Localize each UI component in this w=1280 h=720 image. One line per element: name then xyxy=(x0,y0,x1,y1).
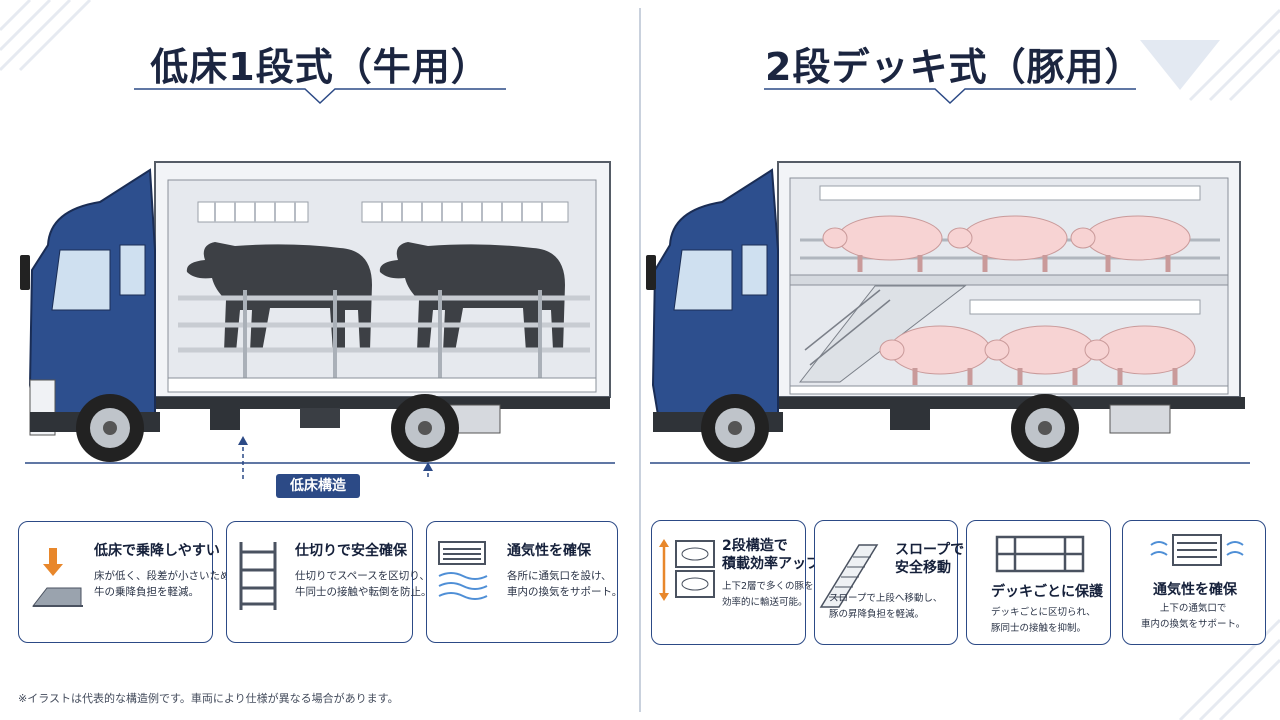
ventilation-icon xyxy=(438,541,488,600)
card-title: 低床で乗降しやすい xyxy=(94,543,220,559)
feature-card-deck-protection: デッキごとに保護 デッキごとに区切られ、 豚同士の接触を抑制。 xyxy=(966,520,1111,645)
card-desc: 上下2層で多くの豚を 効率的に輸送可能。 xyxy=(722,581,814,608)
right-title-underline xyxy=(764,88,1136,105)
card-title: 通気性を確保 xyxy=(507,543,591,559)
feature-card-low-floor: 低床で乗降しやすい 床が低く、段差が小さいため 牛の乗降負担を軽減。 xyxy=(18,521,231,643)
feature-card-partition: 仕切りで安全確保 仕切りでスペースを区切り、 牛同士の接触や転倒を防止。 xyxy=(226,521,432,643)
card-title: 仕切りで安全確保 xyxy=(295,543,407,559)
pig-truck-illustration xyxy=(646,161,1250,464)
feature-card-ramp: スロープで 安全移動 スロープで上段へ移動し、 豚の昇降負担を軽減。 xyxy=(814,520,964,645)
wheel-icon xyxy=(701,394,1079,462)
wheel-icon xyxy=(76,394,459,462)
feature-card-ventilation: 通気性を確保 各所に通気口を設け、 車内の換気をサポート。 xyxy=(426,521,622,643)
card-desc: デッキごとに区切られ、 豚同士の接触を抑制。 xyxy=(991,607,1096,634)
partition-icon xyxy=(239,542,277,610)
low-floor-label: 低床構造 xyxy=(276,474,360,498)
card-desc: 各所に通気口を設け、 車内の換気をサポート。 xyxy=(507,570,623,598)
feature-card-airflow: 通気性を確保 上下の通気口で 車内の換気をサポート。 xyxy=(1122,520,1266,645)
card-desc: 上下の通気口で 車内の換気をサポート。 xyxy=(1141,603,1246,630)
ramp-icon xyxy=(819,544,879,608)
right-title: 2段デッキ式（豚用） xyxy=(765,45,1144,89)
pig-icon xyxy=(822,215,1191,261)
feature-card-two-tier: 2段構造で 積載効率アップ 上下2層で多くの豚を 効率的に輸送可能。 xyxy=(651,520,820,645)
card-desc: 仕切りでスペースを区切り、 牛同士の接触や転倒を防止。 xyxy=(295,570,432,598)
card-title: スロープで 安全移動 xyxy=(895,542,965,576)
left-title-underline xyxy=(134,88,506,105)
deck-frame-icon xyxy=(995,535,1085,573)
card-title: 通気性を確保 xyxy=(1153,582,1237,598)
two-tier-icon xyxy=(659,539,715,601)
cattle-truck-illustration xyxy=(20,161,615,480)
card-desc: 床が低く、段差が小さいため 牛の乗降負担を軽減。 xyxy=(94,570,231,598)
footnote: ※イラストは代表的な構造例です。車両により仕様が異なる場合があります。 xyxy=(18,692,399,705)
card-title: 2段構造で 積載効率アップ xyxy=(722,538,820,572)
low-step-icon xyxy=(31,548,83,607)
card-desc: スロープで上段へ移動し、 豚の昇降負担を軽減。 xyxy=(829,593,943,620)
ventilation-icon xyxy=(1150,534,1244,566)
left-title: 低床1段式（牛用） xyxy=(150,45,490,89)
card-title: デッキごとに保護 xyxy=(991,584,1103,600)
center-divider xyxy=(639,8,641,712)
